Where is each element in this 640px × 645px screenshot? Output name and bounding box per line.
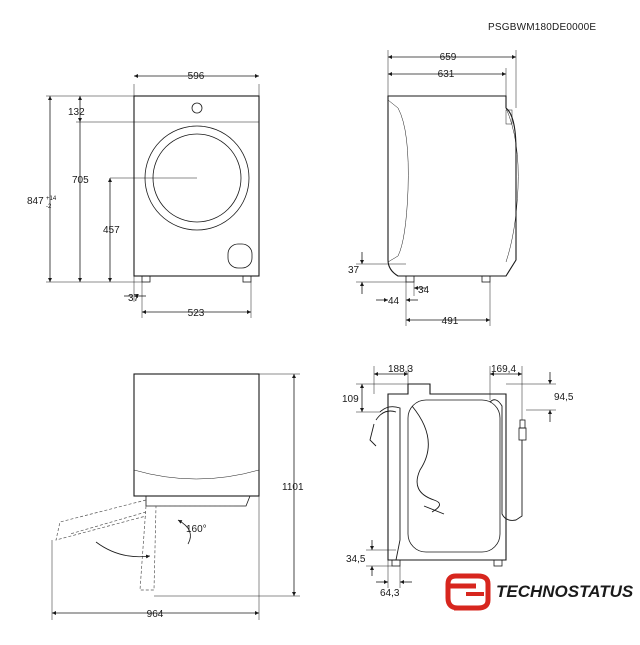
dim-side-total-depth: 659 bbox=[440, 52, 457, 63]
dim-total-height: 847 bbox=[27, 196, 44, 207]
ts-logo-icon bbox=[445, 573, 491, 611]
door-swing-outline bbox=[139, 505, 157, 591]
top-body-outline bbox=[133, 373, 260, 497]
dim-top-height: 1101 bbox=[282, 482, 304, 493]
dim-door-angle: 160° bbox=[186, 524, 207, 535]
side-foot-front bbox=[405, 275, 415, 283]
dim-front-width: 596 bbox=[188, 71, 205, 82]
dim-side-body-depth: 631 bbox=[438, 69, 455, 80]
top-view: 160° 1101 964 bbox=[51, 373, 304, 620]
dim-side-foot-offset-a: 34 bbox=[418, 285, 430, 296]
program-knob-icon bbox=[191, 102, 203, 114]
dim-rear-left-offset: 188,3 bbox=[388, 364, 413, 375]
dim-door-center: 705 bbox=[72, 175, 89, 186]
power-cable-icon bbox=[411, 405, 440, 513]
dim-top-panel: 132 bbox=[68, 107, 85, 118]
front-foot-left bbox=[141, 275, 151, 283]
dim-front-foot-span: 523 bbox=[188, 308, 205, 319]
dim-door-depth: 964 bbox=[147, 609, 164, 620]
front-foot-right bbox=[242, 275, 252, 283]
side-body-outline bbox=[387, 95, 517, 277]
model-code: PSGBWM180DE0000E bbox=[488, 22, 596, 33]
side-foot-rear bbox=[481, 275, 491, 283]
brand-name: TECHNOSTATUS bbox=[496, 582, 634, 601]
inlet-hose-icon bbox=[489, 399, 523, 521]
dim-front-foot-offset: 37 bbox=[128, 293, 140, 304]
brand-logo: TECHNOSTATUS bbox=[445, 573, 634, 611]
filter-cover bbox=[227, 243, 253, 269]
rear-panel bbox=[407, 399, 501, 553]
side-view: 659 631 37 34 44 491 bbox=[348, 50, 519, 327]
dim-rear-bottom-height: 34,5 bbox=[346, 554, 366, 565]
dim-rear-bottom-offset: 64,3 bbox=[380, 588, 400, 599]
dim-door-bottom: 457 bbox=[103, 225, 120, 236]
dim-rear-top-left-drop: 109 bbox=[342, 394, 359, 405]
front-view: 596 847 +14 -2 132 705 457 37 523 bbox=[27, 71, 260, 319]
rear-view: 188,3 169,4 109 94,5 34,5 64,3 bbox=[342, 364, 574, 599]
dim-side-foot-offset-b: 44 bbox=[388, 296, 400, 307]
rear-body-outline bbox=[387, 383, 507, 561]
door-open-outline bbox=[55, 499, 147, 541]
dim-height-tol-minus: -2 bbox=[46, 204, 52, 210]
dim-side-foot-span: 491 bbox=[442, 316, 459, 327]
drain-hose-icon bbox=[379, 406, 401, 561]
dim-side-foot-height: 37 bbox=[348, 265, 360, 276]
dim-rear-top-right-drop: 94,5 bbox=[554, 392, 574, 403]
dim-rear-right-offset: 169,4 bbox=[491, 364, 516, 375]
dim-height-tol-plus: +14 bbox=[46, 196, 57, 202]
